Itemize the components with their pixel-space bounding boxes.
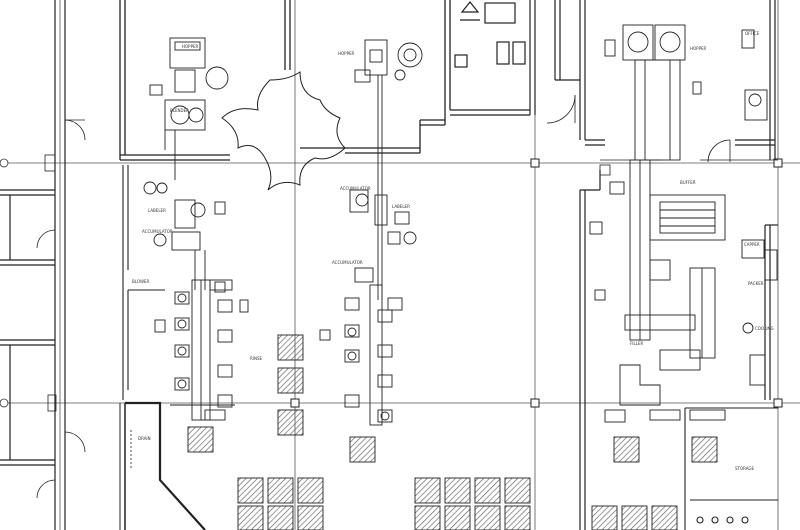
grid-bubbles <box>0 158 9 408</box>
room-mid-left <box>122 165 165 400</box>
room-top-center <box>300 0 451 154</box>
utility-door <box>546 94 576 124</box>
room-bottom-left <box>119 401 206 530</box>
label-hopper-2: HOPPER <box>338 51 355 56</box>
label-storage: STORAGE <box>735 466 755 471</box>
label-accumulator-2: ACCUMULATOR <box>340 186 371 191</box>
room-top-left <box>119 0 291 161</box>
label-cooling: COOLING <box>755 326 774 331</box>
room-bottom-right <box>684 407 778 530</box>
right-door <box>707 139 731 163</box>
column-markers <box>290 158 783 408</box>
blender-equipment <box>149 37 229 180</box>
left-doors <box>36 119 86 499</box>
misc-fixtures <box>44 154 778 412</box>
left-wall <box>0 0 66 530</box>
pallet-positions <box>187 334 718 530</box>
process-line-left <box>154 279 249 421</box>
label-hopper-3: HOPPER <box>690 46 707 51</box>
process-line-center <box>319 189 417 426</box>
labeler-1-equipment <box>143 181 226 290</box>
label-blower: BLOWER <box>132 279 149 284</box>
process-line-right <box>589 159 778 423</box>
label-office: OFFICE <box>745 31 760 36</box>
label-rinse: RINSE <box>250 356 262 361</box>
label-accumulator-1: ACCUMULATOR <box>142 229 173 234</box>
room-top-right <box>554 0 776 160</box>
star-door <box>221 71 346 191</box>
label-buffer: BUFFER <box>680 180 696 185</box>
label-hopper-1: HOPPER <box>182 44 199 49</box>
label-capper: CAPPER <box>744 242 760 247</box>
room-top-utility <box>450 0 536 116</box>
label-packer: PACKER <box>748 281 764 286</box>
label-drain: DRAIN <box>138 436 151 441</box>
label-labeler-2: LABELER <box>392 204 410 209</box>
label-blender: BLENDER <box>170 108 189 113</box>
label-accumulator-3: ACCUMULATOR <box>332 260 363 265</box>
hopper-2-equipment <box>354 39 423 300</box>
label-labeler-1: LABELER <box>148 208 166 213</box>
label-filler: FILLER <box>630 341 643 346</box>
